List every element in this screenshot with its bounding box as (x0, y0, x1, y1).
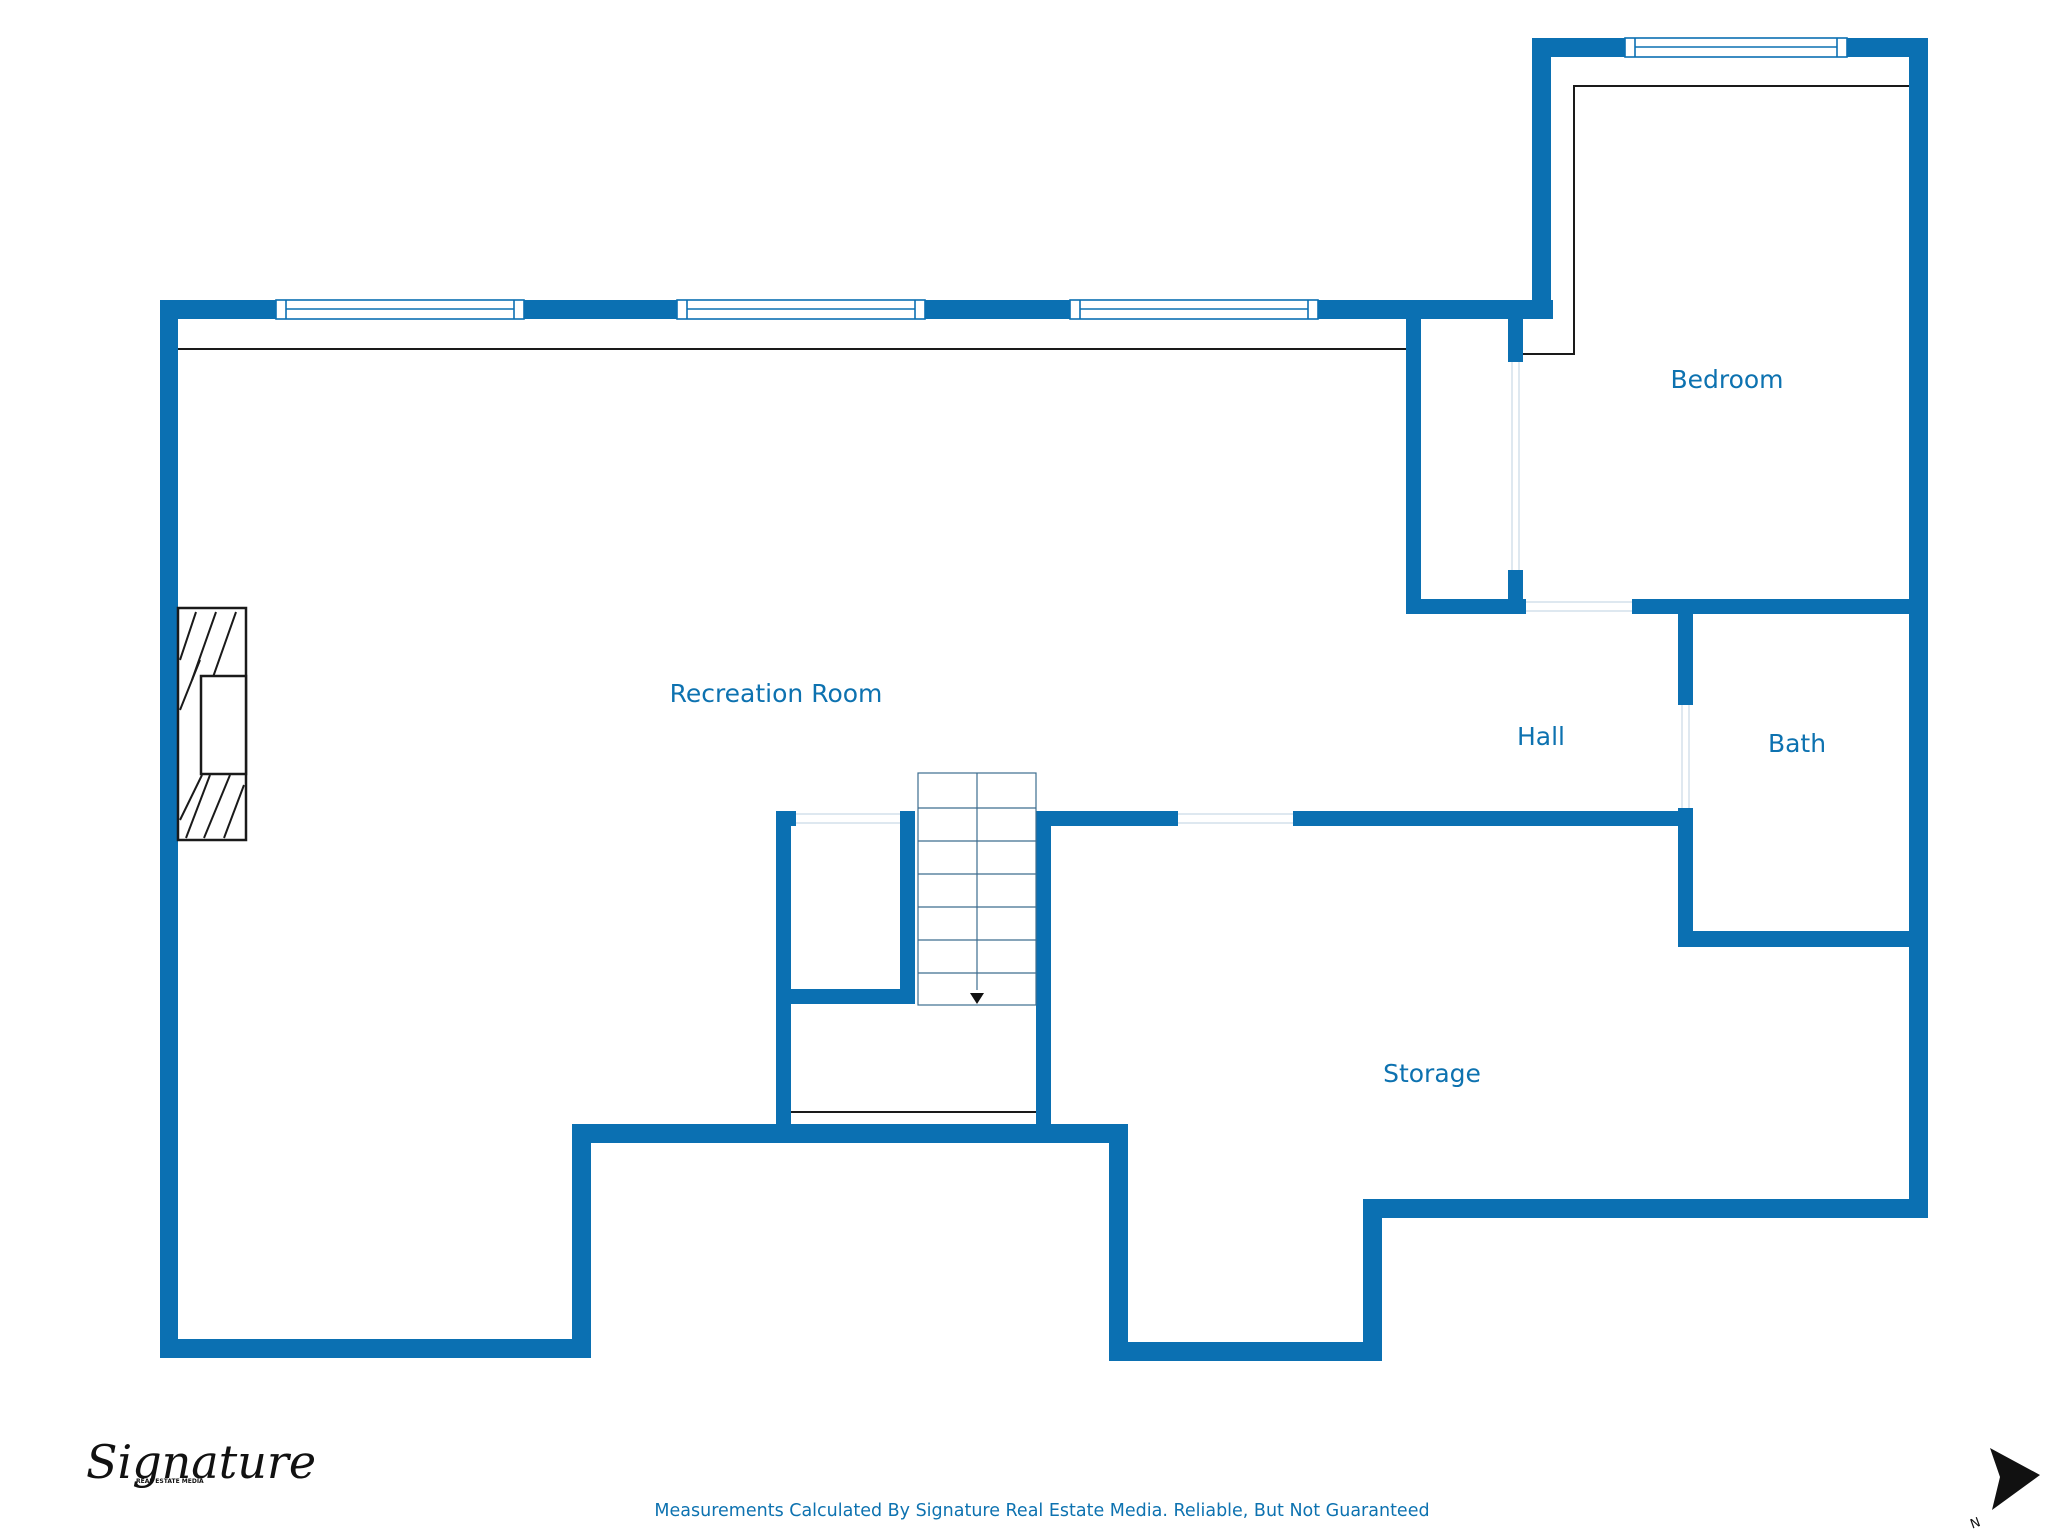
window-bedroom (1624, 37, 1848, 58)
logo-script-text: Signature (86, 1435, 316, 1489)
room-label-bedroom: Bedroom (1670, 365, 1783, 394)
windows (275, 37, 1848, 320)
window-rec-3 (1069, 299, 1319, 320)
room-label-recreation-room: Recreation Room (670, 679, 883, 708)
interior-lines (177, 85, 1910, 1113)
north-arrow-icon: N (1968, 1448, 2040, 1533)
window-rec-1 (275, 299, 525, 320)
signature-logo: Signature REAL ESTATE MEDIA (86, 1435, 316, 1489)
fireplace-icon (176, 606, 248, 842)
walls (160, 38, 1928, 1361)
room-label-hall: Hall (1517, 722, 1565, 751)
room-label-bath: Bath (1768, 729, 1826, 758)
room-labels: Recreation Room Bedroom Hall Bath Storag… (670, 365, 1826, 1088)
stairs-icon (917, 772, 1037, 1006)
disclaimer-text: Measurements Calculated By Signature Rea… (654, 1501, 1429, 1521)
logo-subtitle-text: REAL ESTATE MEDIA (136, 1478, 204, 1485)
door-openings (796, 362, 1690, 824)
window-rec-2 (676, 299, 926, 320)
room-label-storage: Storage (1383, 1059, 1481, 1088)
north-letter: N (1968, 1515, 1982, 1532)
